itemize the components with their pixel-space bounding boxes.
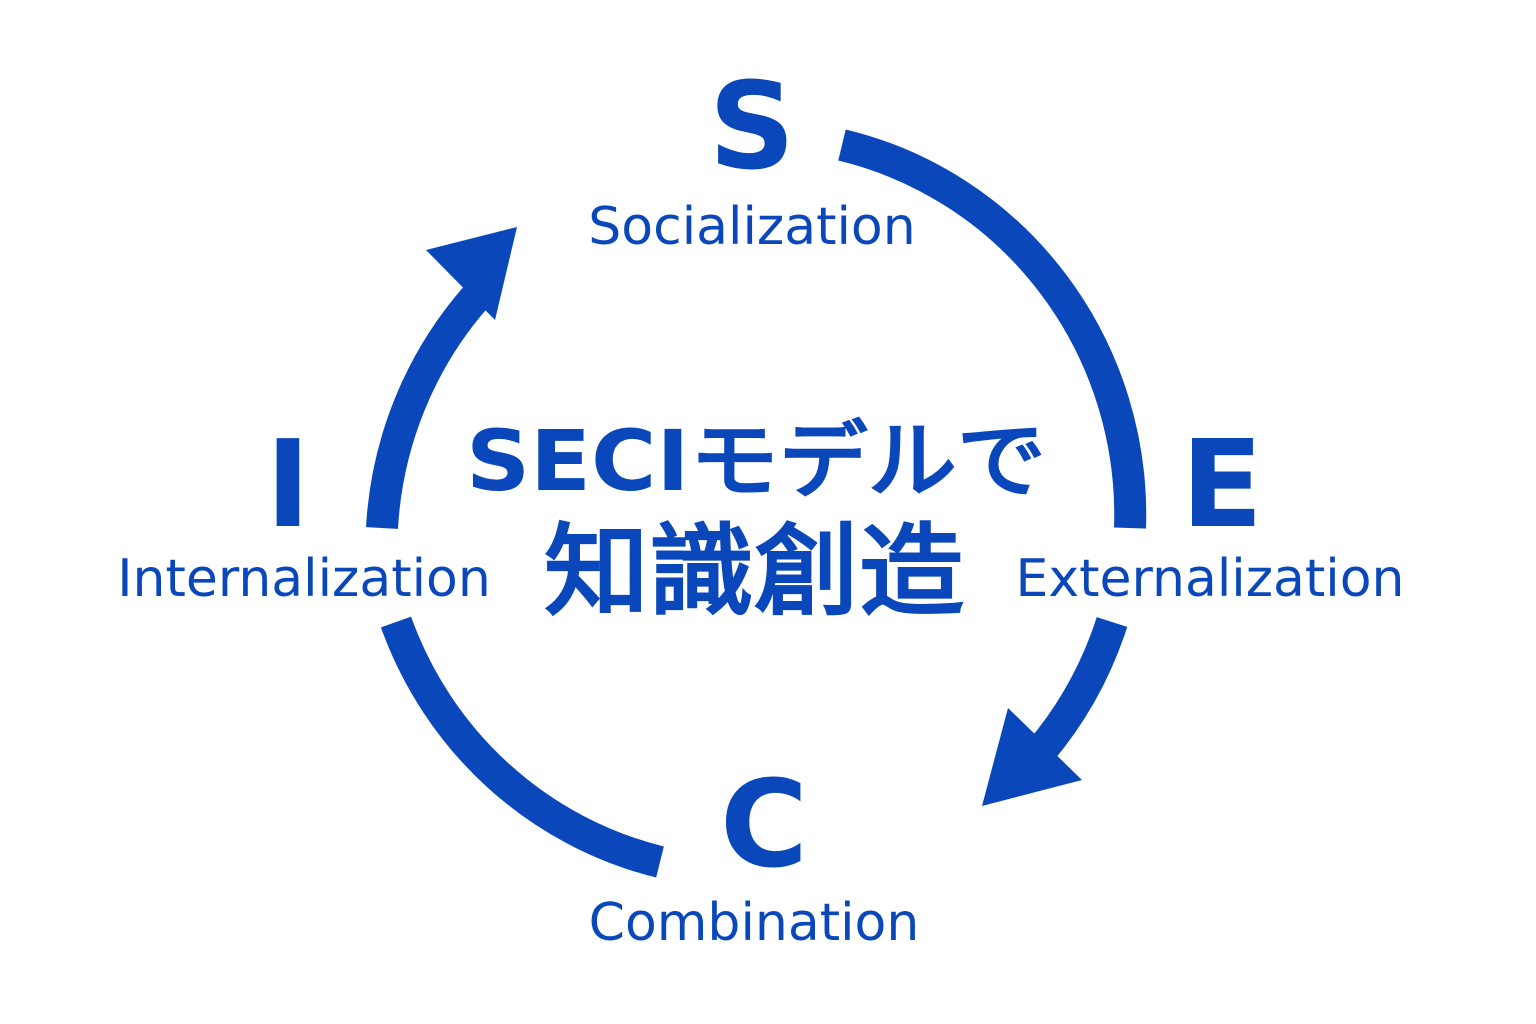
stage-letter-i: I: [266, 416, 311, 555]
stage-letter-c: C: [720, 756, 808, 895]
center-title-line1: SECIモデルで: [466, 412, 1046, 510]
arc-externalization-to-combination: [1027, 616, 1128, 763]
stage-letter-s: S: [709, 58, 795, 197]
arc-socialization-to-externalization: [838, 129, 1147, 529]
stage-letter-e: E: [1181, 416, 1263, 555]
stage-label-socialization: Socialization: [588, 197, 915, 257]
center-title-line2: 知識創造: [544, 513, 964, 630]
arc-combination-to-internalization: [380, 616, 664, 878]
stage-label-externalization: Externalization: [1016, 549, 1405, 609]
stage-label-internalization: Internalization: [117, 549, 491, 609]
stage-label-combination: Combination: [589, 893, 920, 953]
arc-internalization-to-socialization: [366, 287, 488, 529]
arrowhead-up-right-icon: [426, 227, 517, 320]
arrowhead-down-left-icon: [982, 708, 1082, 806]
